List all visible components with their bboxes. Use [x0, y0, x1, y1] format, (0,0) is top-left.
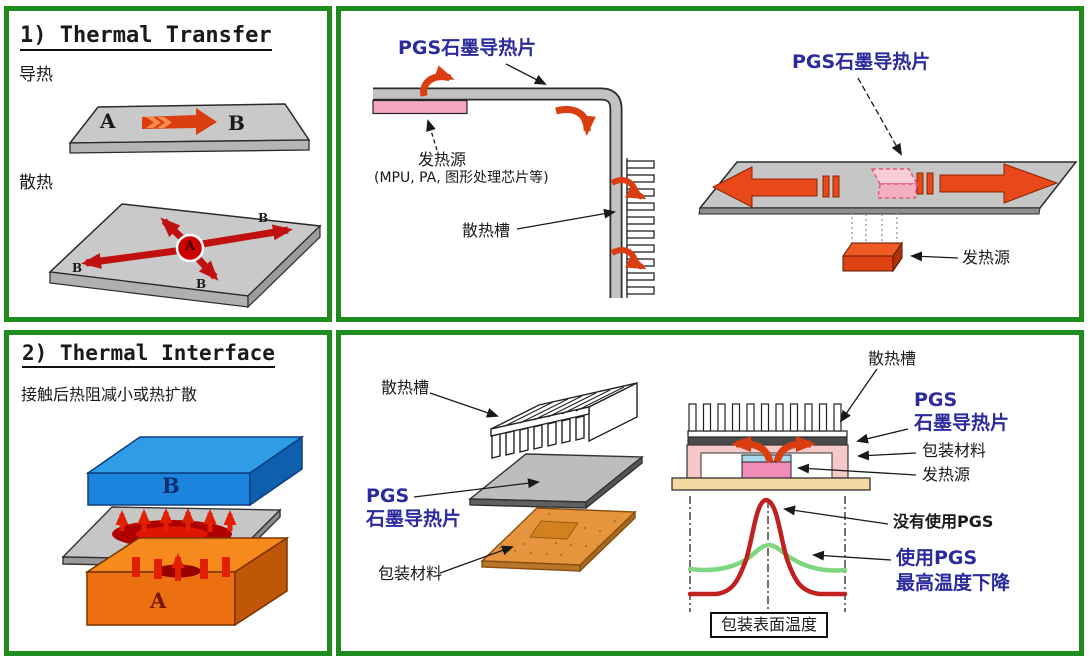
spread-arrow-left — [711, 166, 818, 208]
spread-arrow-right — [939, 163, 1059, 204]
conduction-label: 导热 — [19, 65, 53, 85]
dissipation-label: 散热 — [19, 173, 53, 193]
heatsink-label: 散热槽 — [462, 221, 511, 240]
l-sheet-graphic — [372, 63, 655, 298]
conduction-plate-graphic — [68, 103, 311, 154]
heatsink-3d — [490, 381, 638, 459]
exploded-package-label: 包装材料 — [378, 564, 443, 583]
heat-source-detail: (MPU, PA, 图形处理芯片等) — [374, 170, 549, 186]
package-board-3d — [480, 507, 637, 573]
pgs-spreader-label: PGS石墨导热片 — [792, 51, 931, 73]
pcb-board — [671, 477, 871, 491]
block-b-blue — [85, 435, 305, 507]
curve-with-pgs-label-line1: 使用PGS — [896, 547, 978, 569]
exploded-assembly-graphic — [413, 381, 644, 574]
heat-center-dot — [175, 233, 205, 263]
heatsink-fins-vertical — [626, 158, 655, 298]
pgs-sheet-3d — [468, 453, 644, 510]
corner-point-label: B — [72, 261, 83, 275]
curve-without-pgs — [687, 497, 848, 597]
block-b-label: B — [162, 473, 180, 498]
point-b-label: B — [228, 111, 245, 135]
pgs-strip — [687, 436, 848, 446]
curve-with-pgs-label-line2: 最高温度下降 — [896, 572, 1011, 594]
exploded-pgs-label-line1: PGS — [366, 485, 410, 507]
section-heatsink-label: 散热槽 — [868, 349, 917, 368]
center-point-label: A — [185, 239, 196, 254]
spreader-sheet-graphic — [698, 77, 1078, 273]
frame-pgs-applications-bottom — [336, 330, 1084, 656]
spreader-heat-source-label: 发热源 — [962, 248, 1011, 267]
section-heat-source-label: 发热源 — [922, 465, 971, 484]
annotation-arrows — [426, 63, 616, 230]
panel3-subtitle: 接触后热阻减小或热扩散 — [21, 385, 198, 404]
panel3-title: 2) Thermal Interface — [22, 341, 275, 369]
pgs-sheet-label: PGS石墨导热片 — [398, 37, 537, 59]
cross-section-graphic — [671, 368, 917, 612]
panel1-title: 1) Thermal Transfer — [20, 23, 272, 52]
heat-source-label: 发热源 — [418, 150, 467, 169]
exploded-heatsink-label: 散热槽 — [381, 378, 430, 397]
section-pgs-label-line2: 石墨导热片 — [914, 412, 1010, 434]
corner-point-label: B — [258, 211, 269, 225]
frame-thermal-interface — [4, 330, 332, 656]
curve-with-pgs — [687, 542, 848, 573]
embedded-chip-dashed — [870, 168, 919, 199]
dissipation-plate-graphic — [48, 203, 322, 309]
heatsink-cross-section — [687, 403, 848, 438]
heat-source-die — [741, 461, 792, 479]
heat-source-block — [842, 241, 903, 273]
section-package-label: 包装材料 — [922, 441, 987, 460]
block-a-orange — [84, 536, 290, 627]
heat-source-chip — [372, 99, 468, 115]
conduction-arrow — [142, 108, 217, 135]
point-a-label: A — [100, 109, 116, 133]
interface-stack-graphic — [61, 435, 305, 627]
corner-point-label: B — [196, 277, 207, 291]
curve-without-pgs-label: 没有使用PGS — [893, 512, 994, 531]
temperature-graph — [687, 496, 892, 612]
frame-thermal-transfer — [4, 6, 332, 322]
frame-pgs-applications-top — [336, 6, 1084, 322]
block-a-label: A — [150, 588, 167, 613]
exploded-pgs-label-line2: 石墨导热片 — [366, 508, 462, 530]
surface-temperature-caption: 包装表面温度 — [710, 612, 829, 638]
section-pgs-label-line1: PGS — [914, 389, 958, 411]
